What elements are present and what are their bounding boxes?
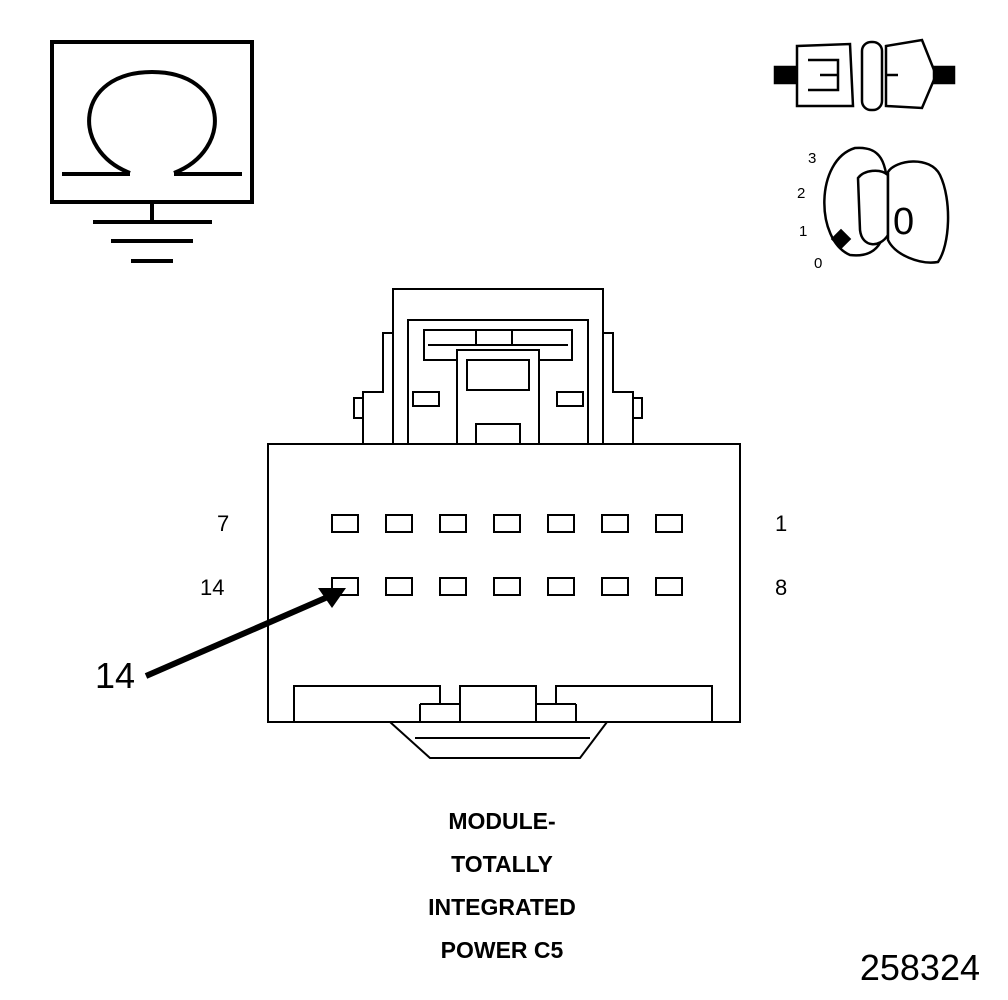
cavity-12 (439, 577, 467, 596)
ignition-key-icon (823, 146, 950, 264)
caption-line-2: TOTALLY (451, 851, 553, 877)
cavity-1 (655, 514, 683, 533)
row-label-top-left: 7 (217, 511, 229, 536)
row-label-bottom-right: 8 (775, 575, 787, 600)
row-label-top-right: 1 (775, 511, 787, 536)
ignition-position-1: 1 (799, 223, 807, 240)
callout-label: 14 (95, 655, 135, 696)
ignition-position-3: 3 (808, 150, 816, 167)
ignition-position-0: 0 (814, 255, 822, 272)
callout-arrow (144, 588, 346, 679)
row-label-bottom-left: 14 (200, 575, 224, 600)
cavity-13 (385, 577, 413, 596)
caption-line-3: INTEGRATED (428, 894, 576, 920)
cavity-3 (547, 514, 575, 533)
caption-line-1: MODULE- (448, 808, 555, 834)
terminal-cavities (331, 514, 683, 596)
caption-line-4: POWER C5 (441, 937, 564, 963)
cavity-4 (493, 514, 521, 533)
cavity-11 (493, 577, 521, 596)
cavity-7 (331, 514, 359, 533)
cavity-10 (547, 577, 575, 596)
cavity-8 (655, 577, 683, 596)
cavity-6 (385, 514, 413, 533)
cavity-2 (601, 514, 629, 533)
cavity-9 (601, 577, 629, 596)
ohmmeter-icon (50, 40, 254, 263)
connector-housing (267, 288, 741, 759)
ignition-key-label: 0 (893, 201, 914, 243)
cavity-5 (439, 514, 467, 533)
ignition-position-2: 2 (797, 185, 805, 202)
disconnect-connector-icon (773, 38, 956, 112)
figure-number: 258324 (860, 947, 980, 988)
